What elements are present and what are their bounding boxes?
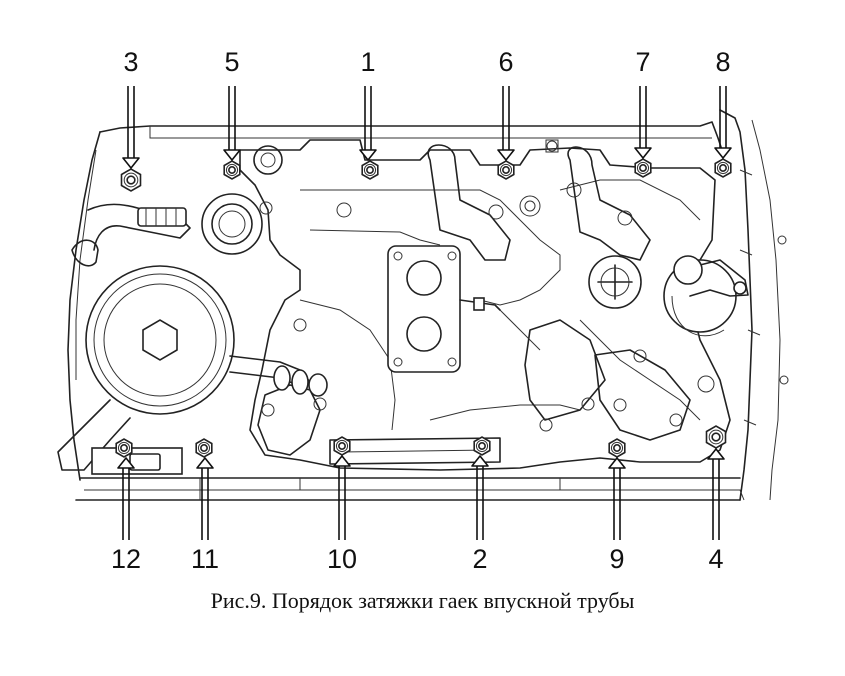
nut-6 bbox=[497, 160, 515, 180]
callout-12: 12 bbox=[111, 544, 141, 574]
nut-1 bbox=[361, 160, 379, 180]
arrow-3 bbox=[122, 86, 140, 169]
nut-5 bbox=[223, 160, 241, 180]
callout-5: 5 bbox=[224, 47, 239, 77]
oil-filter bbox=[85, 265, 328, 415]
intake-manifold-body bbox=[239, 139, 731, 471]
nut-3 bbox=[120, 168, 142, 192]
callout-10: 10 bbox=[327, 544, 357, 574]
nut-2 bbox=[473, 436, 491, 456]
arrow-1 bbox=[359, 86, 377, 161]
arrow-10 bbox=[333, 455, 351, 540]
nut-12 bbox=[115, 438, 133, 458]
callout-6: 6 bbox=[498, 47, 513, 77]
arrow-9 bbox=[608, 457, 626, 540]
callouts-bottom: 12 11 10 2 9 4 bbox=[111, 544, 724, 574]
nut-10 bbox=[333, 436, 351, 456]
nut-4 bbox=[705, 425, 727, 449]
callout-11: 11 bbox=[191, 544, 219, 574]
arrow-4 bbox=[707, 448, 725, 540]
arrow-6 bbox=[497, 86, 515, 161]
arrow-12 bbox=[117, 457, 135, 540]
callout-2: 2 bbox=[472, 544, 487, 574]
arrow-5 bbox=[223, 86, 241, 161]
callout-8: 8 bbox=[715, 47, 730, 77]
arrow-7 bbox=[634, 86, 652, 159]
left-housings bbox=[57, 145, 283, 475]
bolt-holes bbox=[261, 139, 715, 432]
nut-7 bbox=[634, 158, 652, 178]
callouts-top: 3 5 1 6 7 8 bbox=[123, 47, 730, 77]
engine-head-outline bbox=[67, 109, 789, 501]
callout-4: 4 bbox=[708, 544, 723, 574]
nuts-layer bbox=[115, 158, 732, 458]
right-housings bbox=[588, 255, 749, 363]
arrow-11 bbox=[196, 457, 214, 540]
callout-arrows bbox=[117, 86, 732, 540]
throttle-flange bbox=[387, 245, 541, 373]
figure-caption: Рис.9. Порядок затяжки гаек впускной тру… bbox=[210, 588, 635, 613]
arrow-8 bbox=[714, 86, 732, 159]
arrow-2 bbox=[471, 455, 489, 540]
callout-3: 3 bbox=[123, 47, 138, 77]
callout-7: 7 bbox=[635, 47, 650, 77]
nut-8 bbox=[714, 158, 732, 178]
nut-11 bbox=[195, 438, 213, 458]
callout-1: 1 bbox=[360, 47, 375, 77]
lower-bracket bbox=[329, 437, 501, 465]
nut-9 bbox=[608, 438, 626, 458]
callout-9: 9 bbox=[609, 544, 624, 574]
